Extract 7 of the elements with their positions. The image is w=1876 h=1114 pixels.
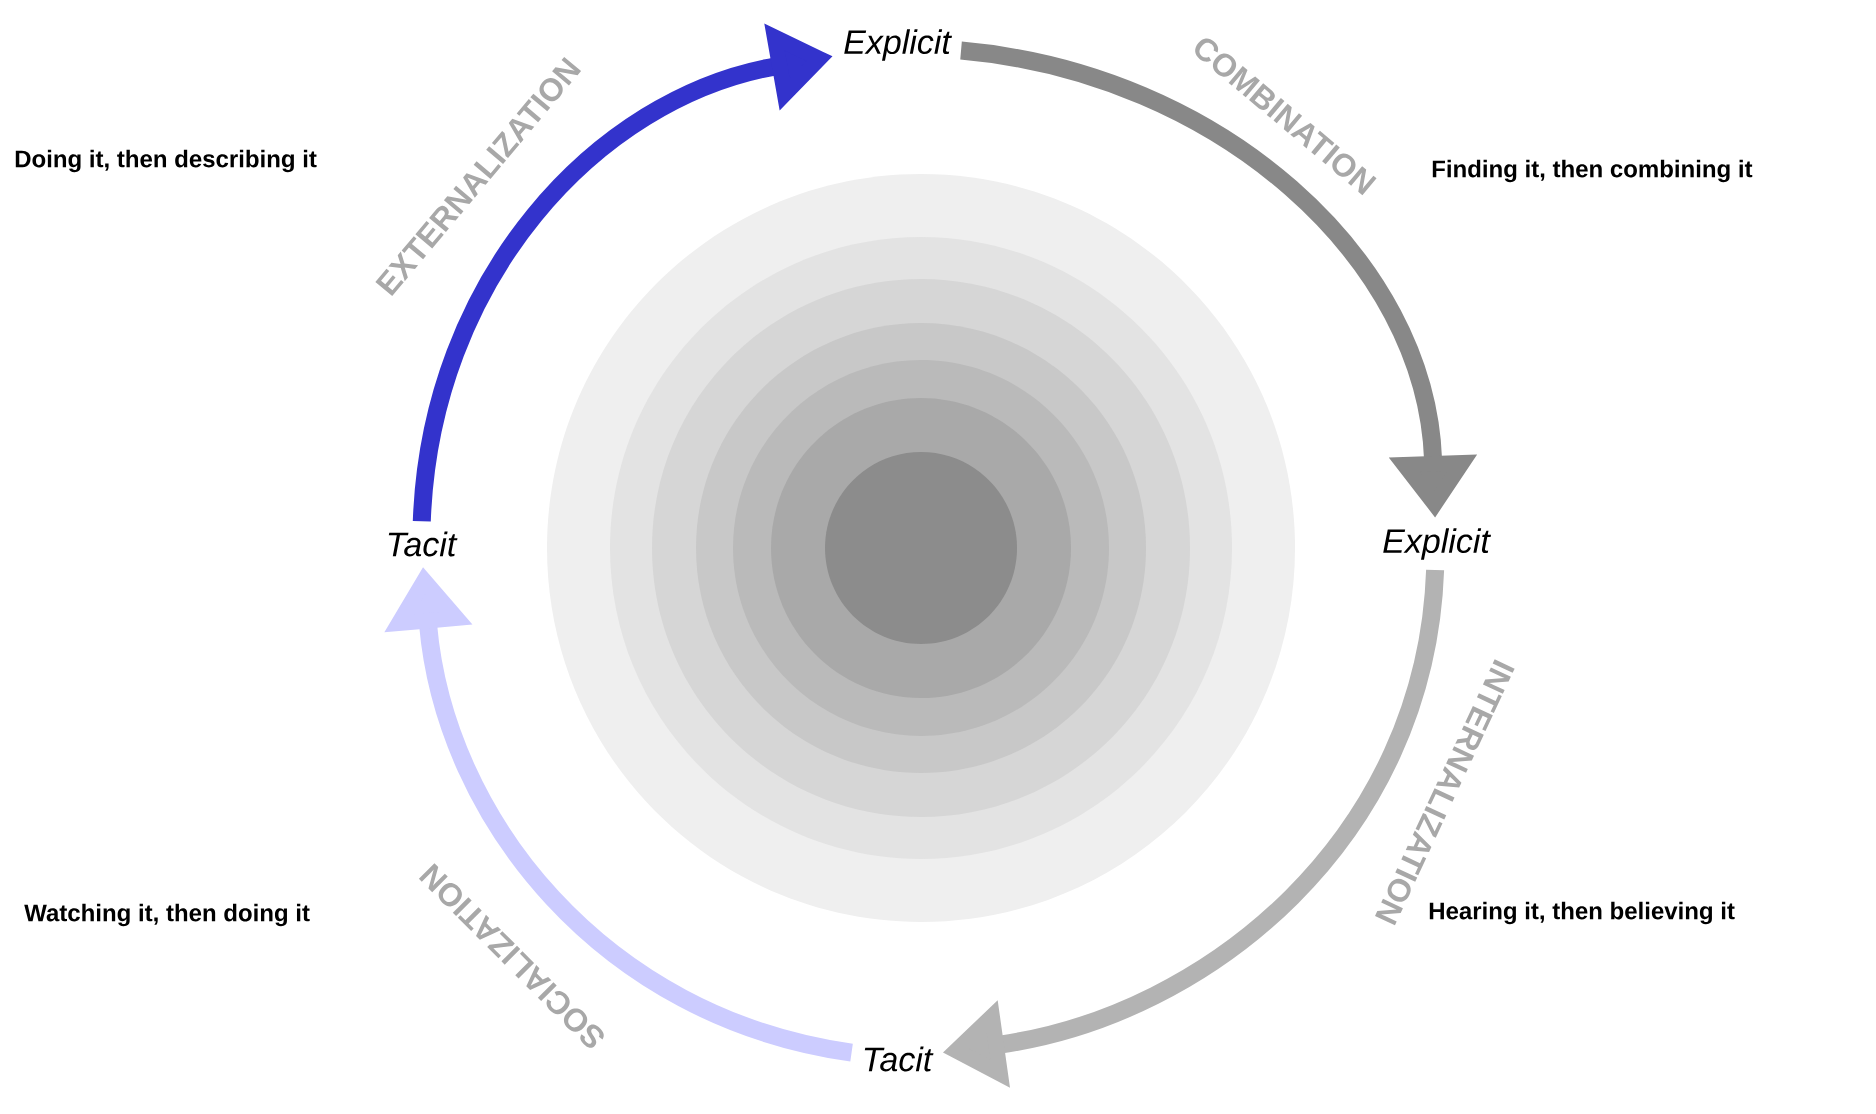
description-text: Finding it, then combining it bbox=[1432, 159, 1753, 183]
stage-label: Tacit bbox=[864, 1046, 934, 1072]
description-text: Doing it, then describing it bbox=[15, 149, 317, 173]
stage-label: Explicit bbox=[844, 29, 952, 61]
stage-label: Explicit bbox=[1383, 528, 1492, 560]
description-text: Watching it, then doing it bbox=[24, 903, 310, 927]
stage-label: Tacit bbox=[388, 531, 458, 557]
